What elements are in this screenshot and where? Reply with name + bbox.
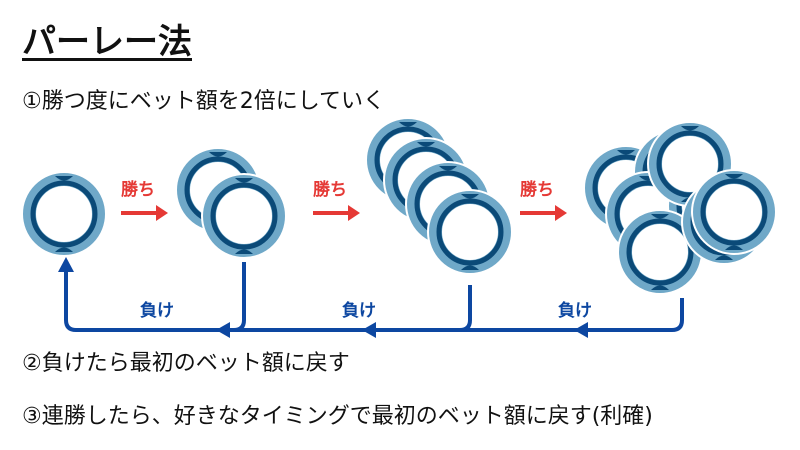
page-title: パーレー法 [22,22,192,62]
lose-arrow-mid-1 [216,322,230,338]
win-label: 勝ち [313,179,347,200]
win-label: 勝ち [121,179,155,200]
chip-stacks [21,117,777,295]
win-arrow-1: 勝ち [121,179,168,221]
lose-label: 負け [342,301,376,321]
chip [21,171,107,257]
chip-stack-4 [583,121,777,295]
lose-arrow-mid-3 [574,322,588,338]
win-label: 勝ち [520,179,554,200]
chip-stack-1 [21,171,107,257]
chip-stack-2 [175,147,287,259]
win-arrow-3: 勝ち [520,179,567,221]
rule-2: ②負けたら最初のベット額に戻す [22,351,350,376]
win-arrow-2: 勝ち [313,179,360,221]
chip-stack-3 [365,117,513,275]
chip [617,209,703,295]
chip [201,173,287,259]
lose-label: 負け [558,301,592,321]
rule-3: ③連勝したら、好きなタイミングで最初のベット額に戻す(利確) [22,404,653,429]
lose-arrow-head [58,257,74,272]
chip [427,189,513,275]
lose-label: 負け [140,301,174,321]
chip [691,169,777,255]
lose-arrow-mid-2 [362,322,376,338]
rule-1: ①勝つ度にベット額を2倍にしていく [22,89,386,114]
